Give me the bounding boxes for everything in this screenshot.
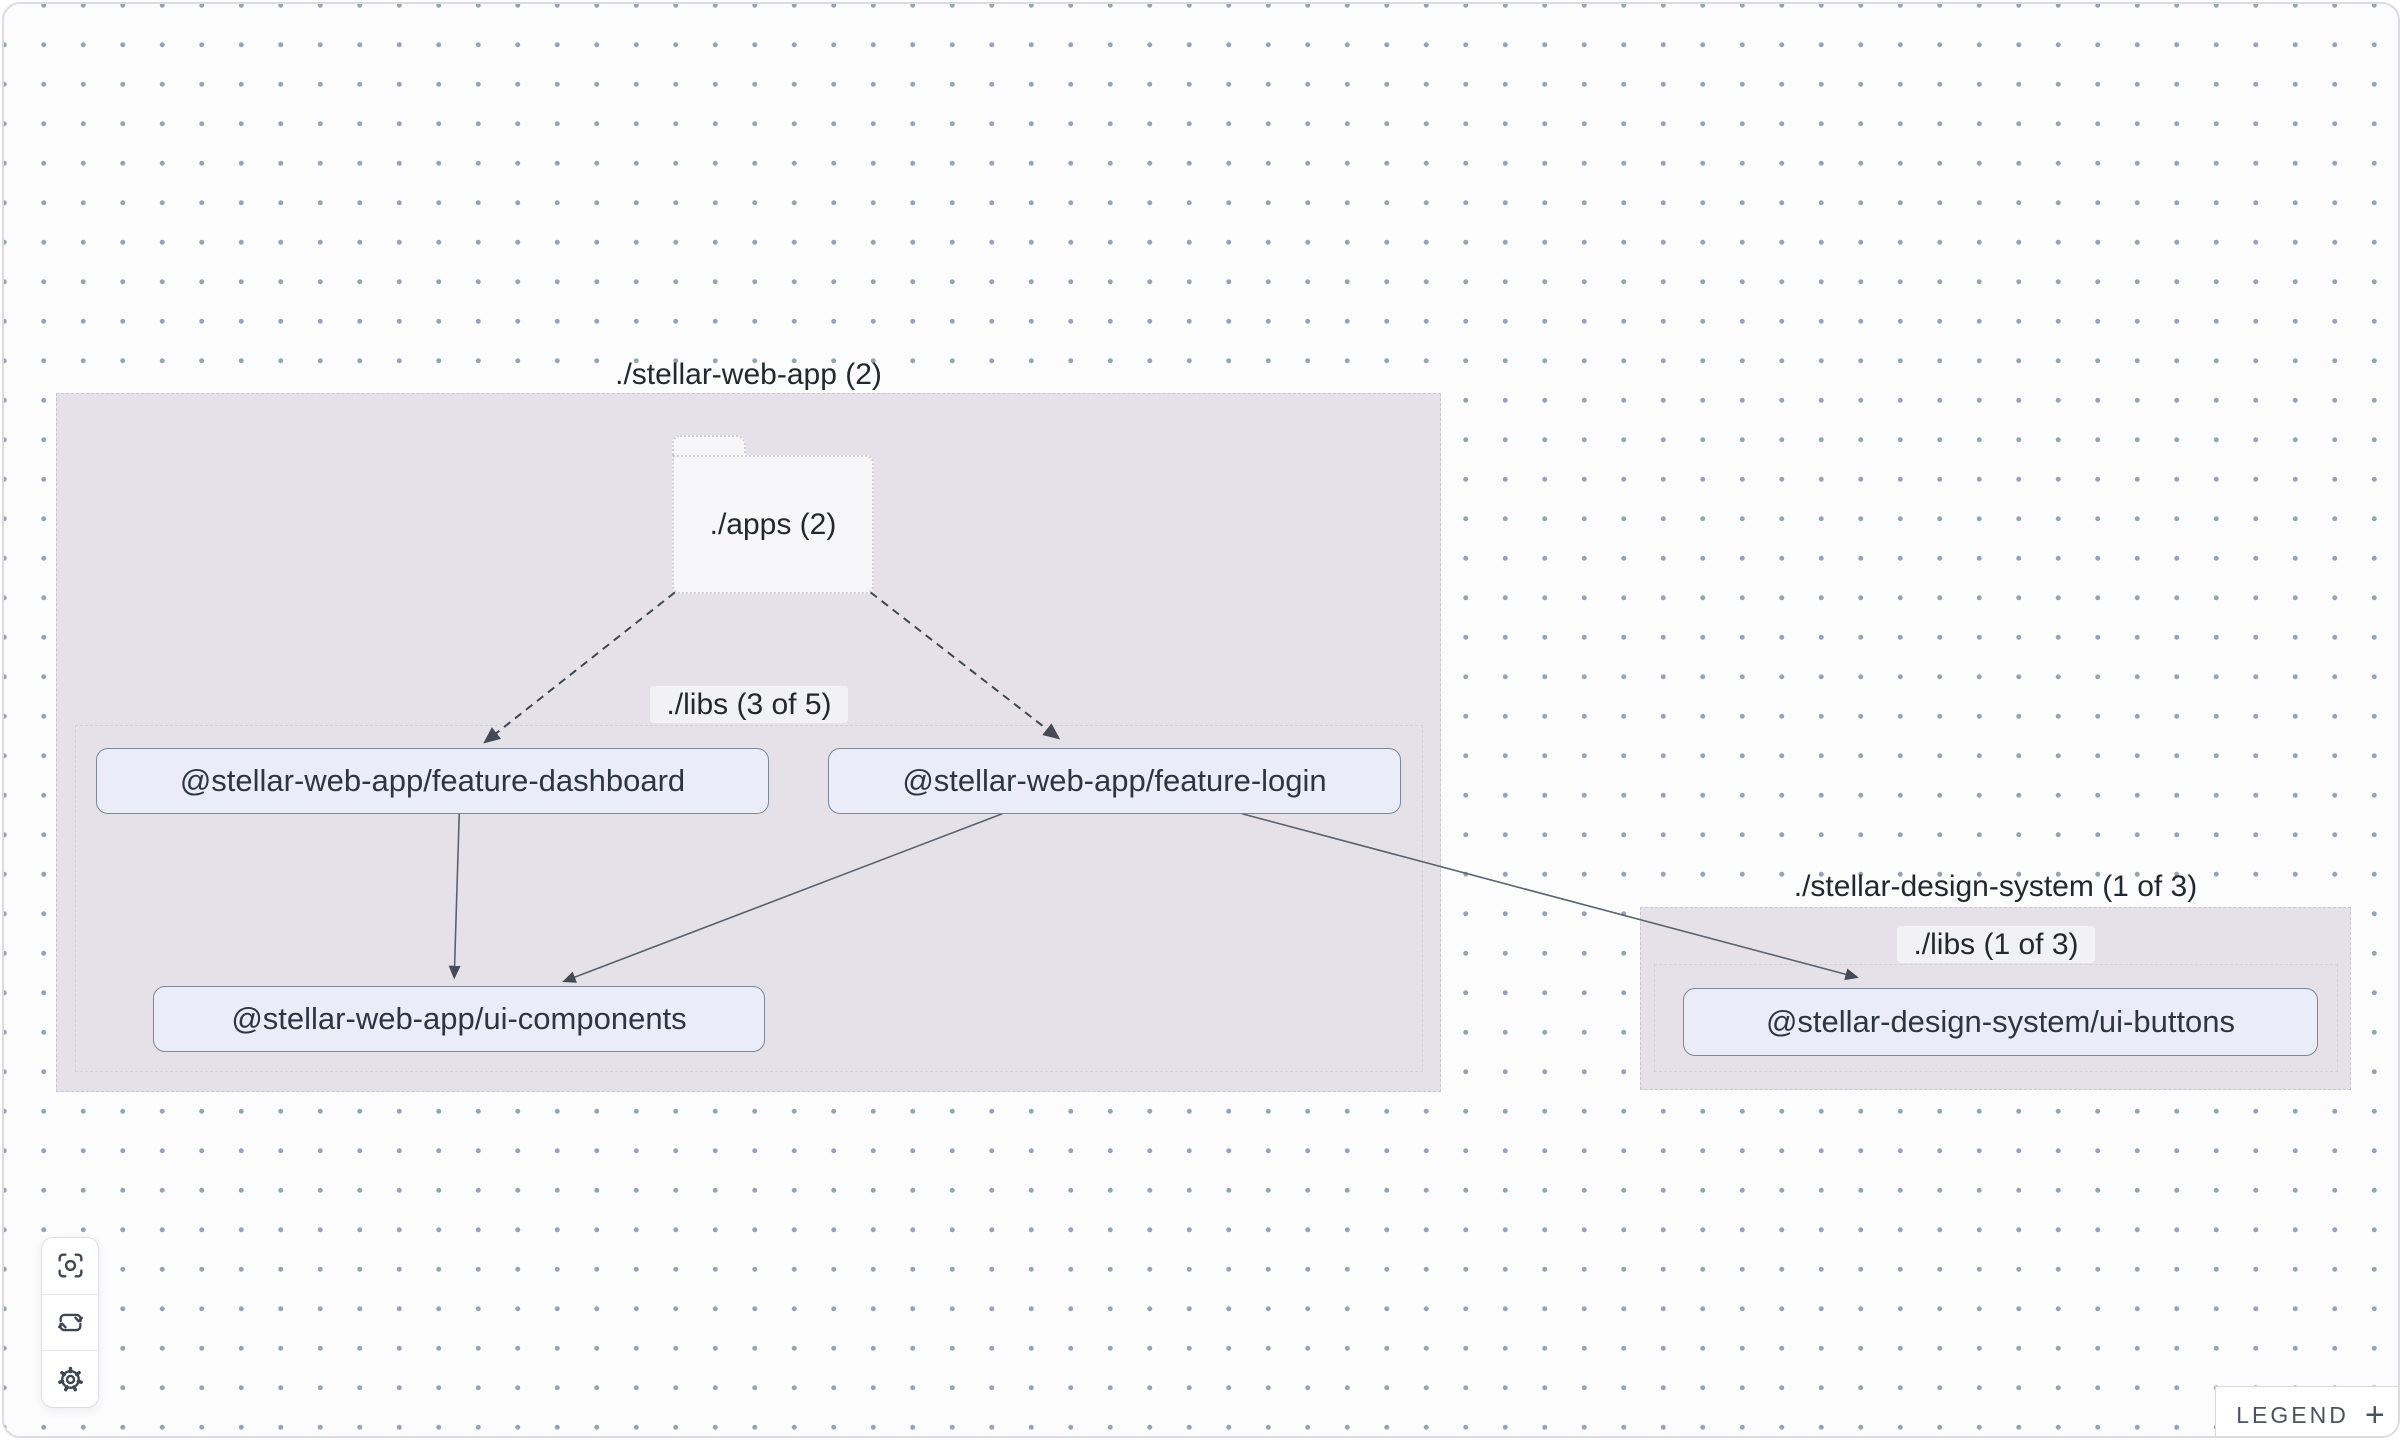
subgroup-libs-design-system <box>1654 964 2338 1072</box>
focus-icon <box>57 1253 83 1278</box>
refresh-graph-button[interactable] <box>42 1293 98 1351</box>
gear-icon <box>57 1366 83 1392</box>
expand-plus-icon: + <box>2364 1396 2385 1434</box>
node-ui-buttons[interactable]: @stellar-design-system/ui-buttons <box>1683 988 2318 1056</box>
center-graph-button[interactable] <box>42 1238 98 1294</box>
group-title-stellar-web-app: ./stellar-web-app (2) <box>615 358 882 391</box>
node-feature-login[interactable]: @stellar-web-app/feature-login <box>828 748 1401 814</box>
group-title-stellar-design-system: ./stellar-design-system (1 of 3) <box>1793 870 2198 903</box>
subgroup-label-libs-design-system: ./libs (1 of 3) <box>1654 926 2338 964</box>
subgroup-label-libs-web-app: ./libs (3 of 5) <box>75 686 1423 724</box>
node-label: @stellar-web-app/feature-login <box>902 763 1327 798</box>
legend-toggle[interactable]: LEGEND + <box>2215 1386 2398 1436</box>
refresh-icon <box>57 1313 83 1332</box>
folder-node-apps[interactable]: ./apps (2) <box>672 435 874 594</box>
folder-label: ./apps (2) <box>672 455 874 594</box>
legend-label: LEGEND <box>2236 1401 2349 1428</box>
node-ui-components[interactable]: @stellar-web-app/ui-components <box>153 986 765 1052</box>
node-label: @stellar-web-app/feature-dashboard <box>179 763 686 798</box>
node-label: @stellar-design-system/ui-buttons <box>1765 1004 2236 1039</box>
node-feature-dashboard[interactable]: @stellar-web-app/feature-dashboard <box>96 748 769 814</box>
node-label: @stellar-web-app/ui-components <box>231 1001 687 1036</box>
graph-toolbar <box>41 1237 99 1408</box>
settings-button[interactable] <box>42 1350 98 1407</box>
